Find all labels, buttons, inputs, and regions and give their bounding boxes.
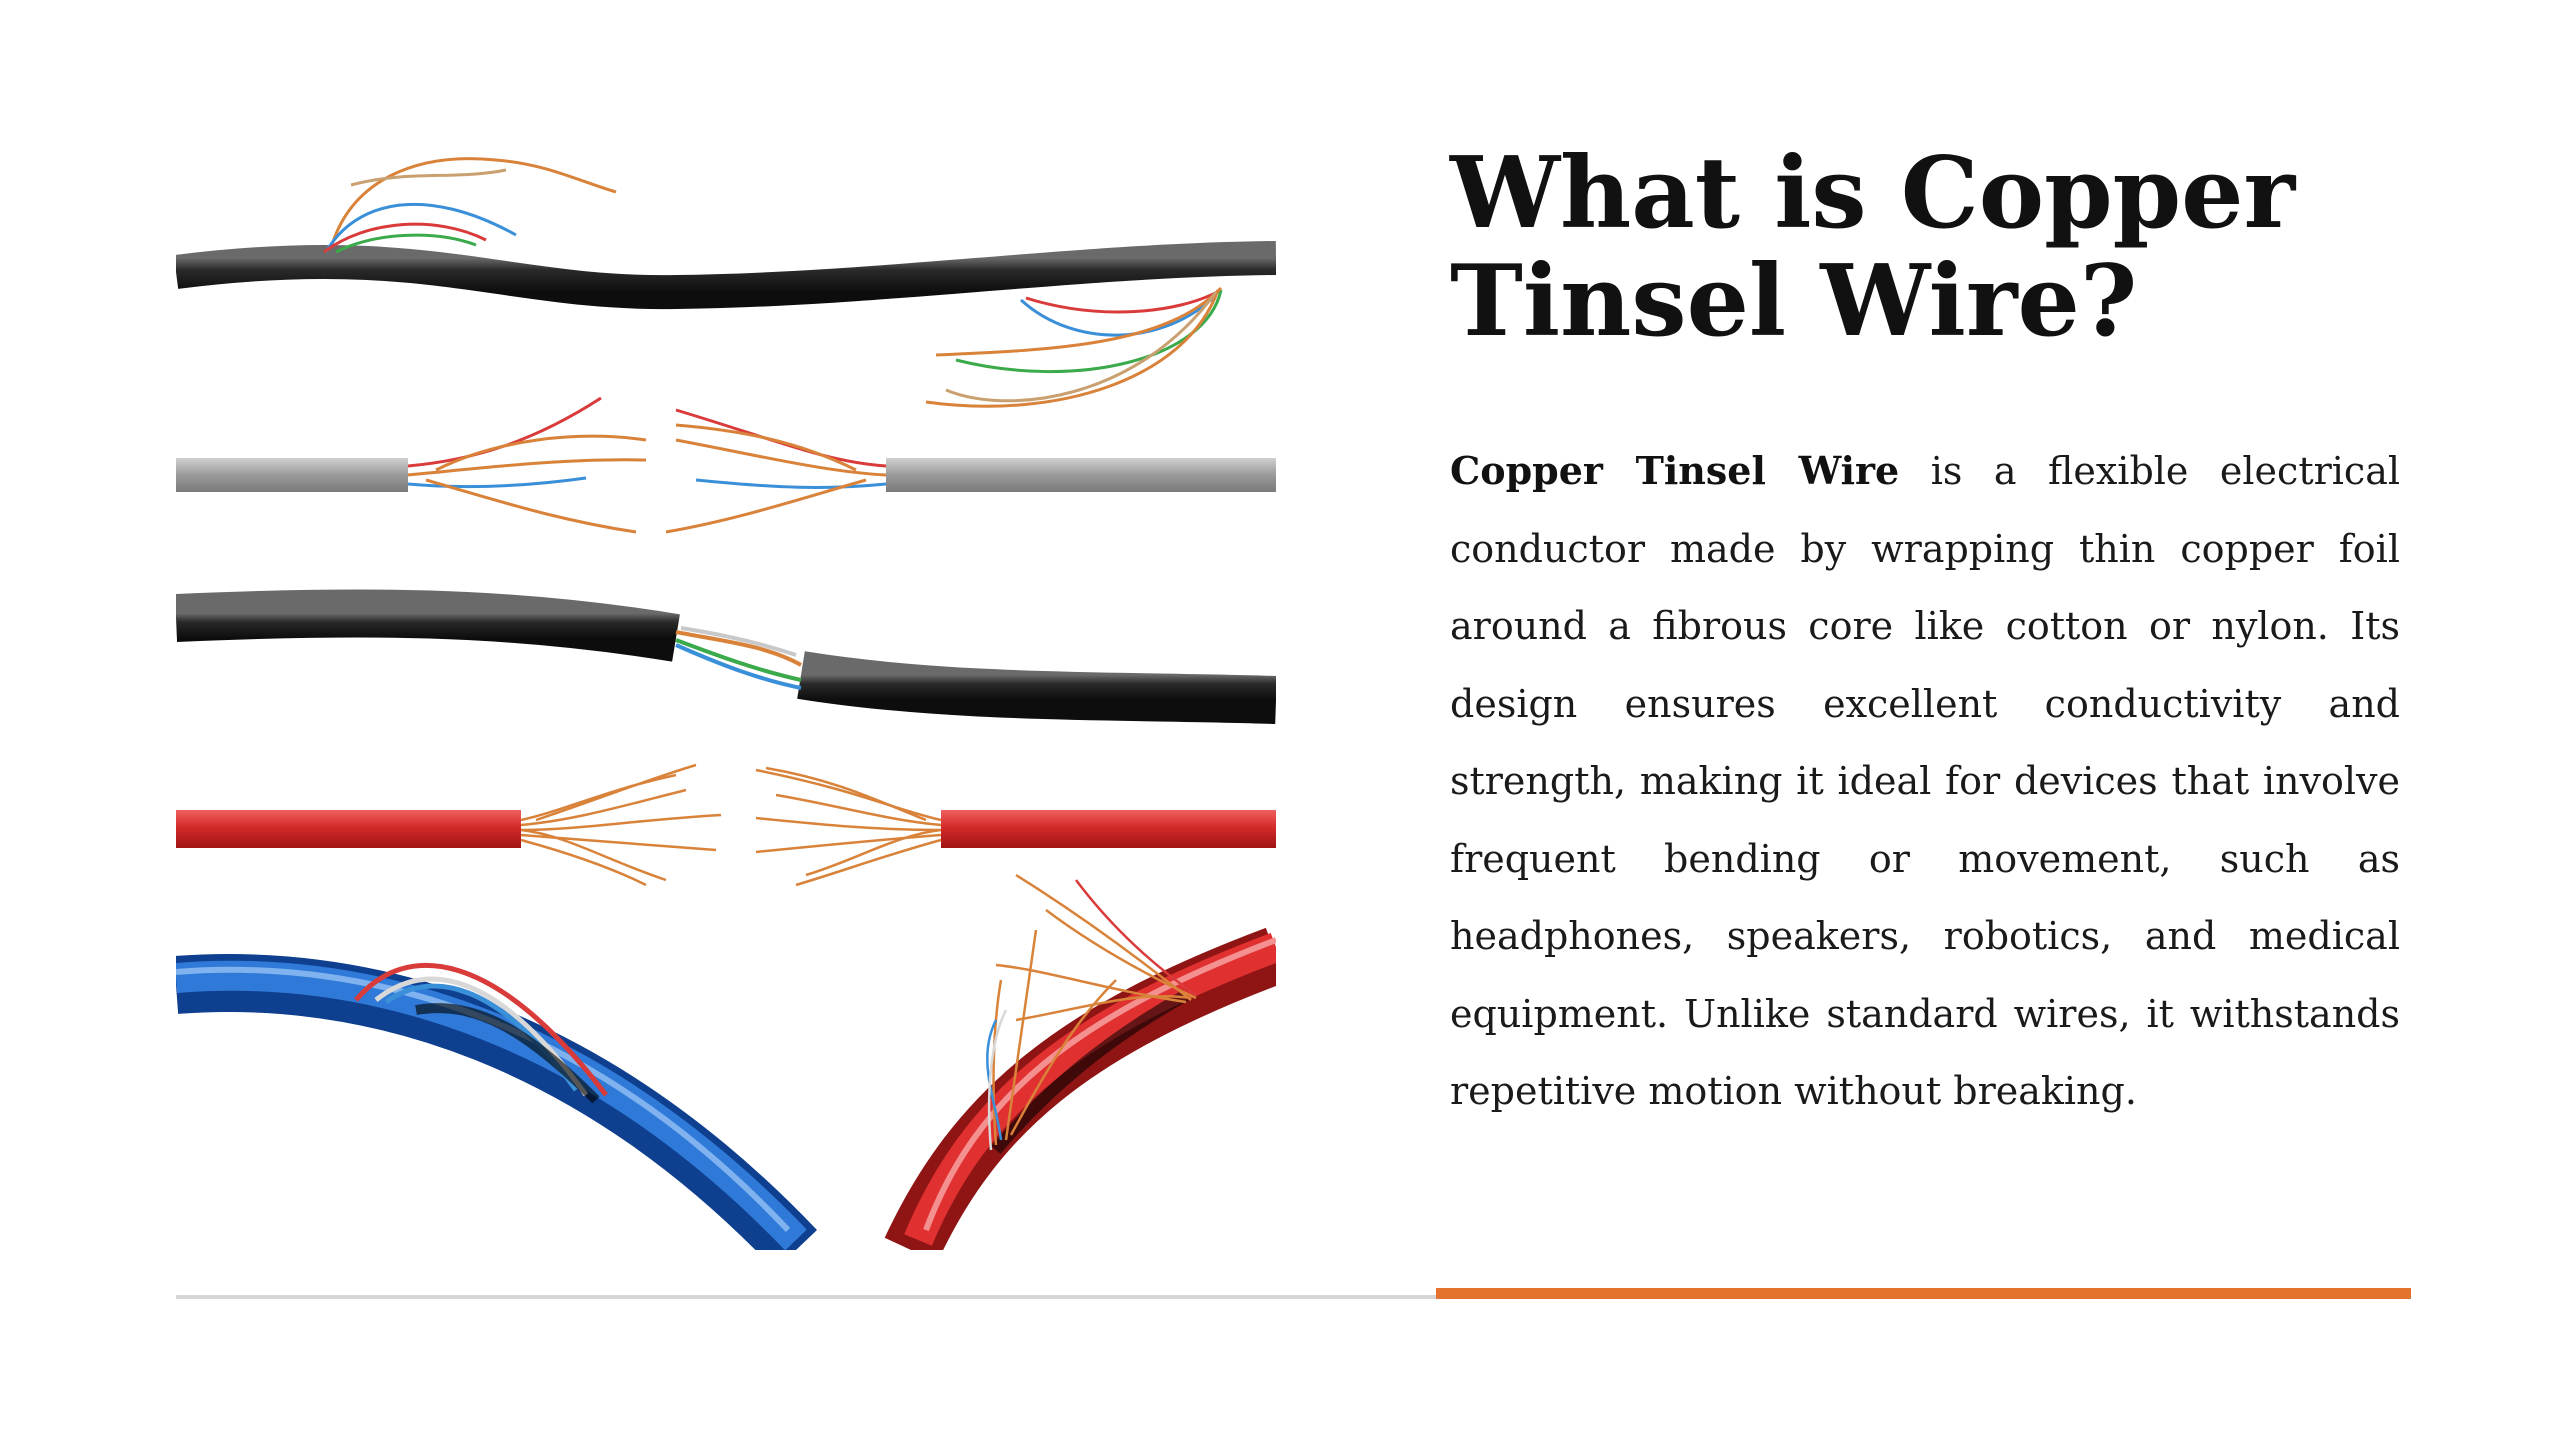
red-cable-curved-wire-icon — [884, 873, 1276, 1250]
page-title: What is Copper Tinsel Wire? — [1450, 140, 2450, 356]
divider-line — [176, 1295, 1436, 1299]
wires-illustration — [176, 140, 1276, 1250]
body-description: is a flexible electrical conductor made … — [1450, 449, 2400, 1113]
gray-cable-wire-icon — [176, 396, 1276, 534]
black-cable-twisted-wire-icon — [176, 589, 1276, 724]
title-line-1: What is Copper — [1450, 136, 2296, 251]
black-cable-wire-icon — [176, 157, 1276, 408]
blue-cable-wire-icon — [176, 954, 817, 1250]
accent-bar — [1436, 1288, 2411, 1299]
body-term: Copper Tinsel Wire — [1450, 448, 1900, 493]
red-cable-wire-icon — [176, 763, 1276, 887]
title-line-2: Tinsel Wire? — [1450, 244, 2138, 359]
body-paragraph: Copper Tinsel Wire is a flexible electri… — [1450, 432, 2400, 1131]
